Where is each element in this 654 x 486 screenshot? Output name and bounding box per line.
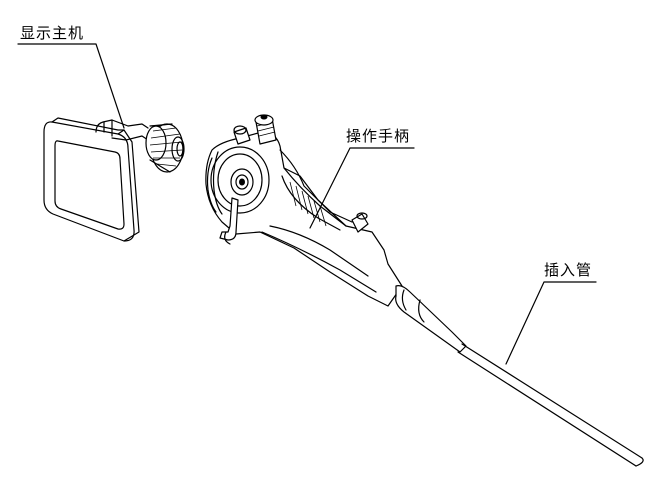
label-display-host: 显示主机 [20, 24, 85, 42]
display-host [43, 117, 185, 242]
leader-lines [17, 43, 597, 365]
insertion-tube [457, 343, 644, 467]
operating-handle [205, 114, 467, 353]
label-operating-handle: 操作手柄 [346, 127, 411, 145]
label-insertion-tube: 插入管 [544, 261, 593, 279]
